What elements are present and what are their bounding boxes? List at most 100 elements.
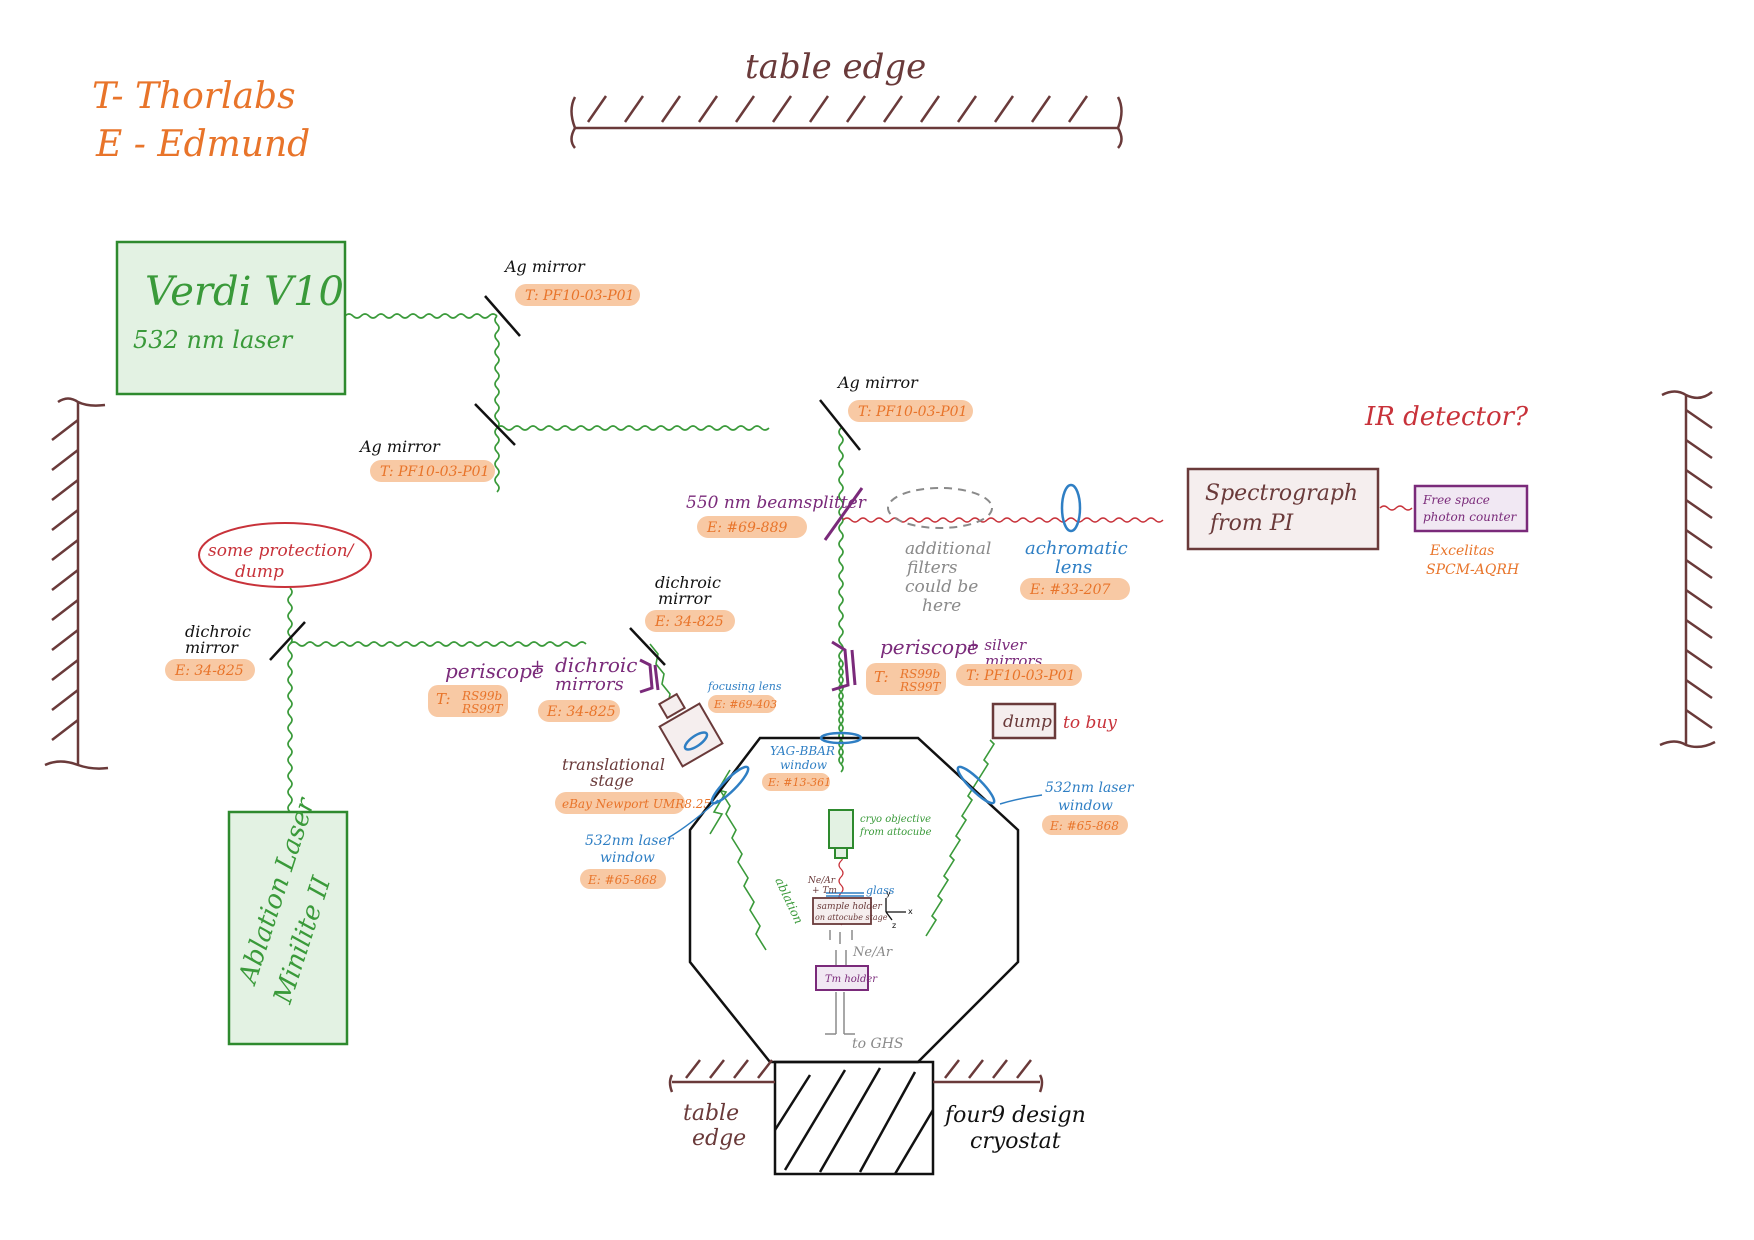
cryostat-name-1: four9 design <box>943 1103 1086 1128</box>
sample-holder-line2: on attocube stage <box>815 913 888 922</box>
ag-mirror-2 <box>474 403 516 446</box>
photon-counter-line2: photon counter <box>1423 510 1518 524</box>
periscope-left-title2: + <box>530 656 545 677</box>
ne-ar-tm-line1: Ne/Ar <box>807 876 836 886</box>
filters-line2: filters <box>905 558 958 578</box>
ir-detector-label: IR detector? <box>1364 402 1529 432</box>
periscope-right-tag1 <box>866 663 946 695</box>
periscope-left-title1: periscope <box>445 659 544 683</box>
spectrograph-line2: from PI <box>1208 511 1295 536</box>
photon-counter-line1: Free space <box>1422 493 1490 507</box>
periscope-left-part1a: T: <box>436 690 451 708</box>
laser-window-left-tag <box>580 869 666 889</box>
axis-x-label: x <box>908 907 913 916</box>
laser-window-right-leader <box>999 794 1043 805</box>
protection-ellipse <box>198 522 372 588</box>
laser-window-left-icon <box>710 765 750 805</box>
legend-thorlabs: T- Thorlabs <box>92 76 296 117</box>
focusing-lens-part: E: #69-403 <box>713 698 777 711</box>
laser-window-left-part: E: #65-868 <box>587 873 657 887</box>
ablation-laser-box <box>227 810 349 1046</box>
achromatic-lens-icon <box>1060 483 1082 533</box>
ag-mirror-3-part: T: PF10-03-P01 <box>858 404 967 420</box>
laser-beams <box>287 313 1413 951</box>
laser-window-right-tag <box>1042 815 1128 835</box>
periscope-left-part1b: RS99b <box>461 689 502 703</box>
verdi-name: Verdi V10 <box>145 269 344 315</box>
dichroic-mirror-2-tag <box>645 610 735 632</box>
laser-window-left-line1: 532nm laser <box>585 833 675 849</box>
filters-placeholder <box>887 487 993 529</box>
periscope-left-tag2 <box>538 700 620 722</box>
table-edge-top <box>570 95 1123 149</box>
laser-window-left-leader <box>667 799 719 839</box>
axis-y-label: y <box>886 889 891 898</box>
xyz-axis-icon <box>885 898 906 921</box>
stage-tag <box>555 792 685 814</box>
yag-window-part: E: #13-361 <box>767 776 831 789</box>
lens-line2: lens <box>1055 557 1092 578</box>
ag-mirror-1 <box>484 295 521 337</box>
periscope-right-title2: + silver <box>967 636 1027 654</box>
photon-counter-vendor: Excelitas <box>1429 543 1494 559</box>
ag-mirror-2-tag <box>370 460 495 482</box>
periscope-left-part1c: RS99T <box>461 702 504 716</box>
periscope-right-part1a: T: <box>874 668 889 686</box>
beamsplitter-tag <box>697 516 807 538</box>
lens-line1: achromatic <box>1025 538 1128 559</box>
yag-window-icon <box>819 731 863 745</box>
stage-part: eBay Newport UMR8.25 <box>562 797 711 811</box>
table-edge-bottom-label-1: table <box>683 1101 739 1126</box>
ag-mirror-3-tag <box>848 400 973 422</box>
lens-part: E: #33-207 <box>1029 582 1110 598</box>
laser-window-right-part: E: #65-868 <box>1049 819 1119 833</box>
laser-window-right-line1: 532nm laser <box>1045 780 1135 796</box>
beamsplitter-glyph <box>823 487 864 541</box>
spectrograph-line1: Spectrograph <box>1205 481 1358 506</box>
sample-holder-box <box>812 897 872 925</box>
sample-holder-line1: sample holder <box>817 902 883 912</box>
table-edge-left <box>44 397 109 770</box>
ag-mirror-2-part: T: PF10-03-P01 <box>380 464 489 480</box>
periscope-right-part2: T: PF10-03-P01 <box>966 668 1075 684</box>
focusing-lens-icon <box>683 731 709 751</box>
filters-line4: here <box>922 596 961 616</box>
tm-holder-label: Tm holder <box>825 974 878 985</box>
table-edge-right <box>1659 390 1716 749</box>
objective-line1: cryo objective <box>860 814 931 825</box>
ag-mirror-3 <box>819 399 861 451</box>
periscope-left-part2: E: 34-825 <box>546 704 616 720</box>
verdi-laser-box <box>115 240 347 396</box>
translational-stage-icon <box>657 692 724 768</box>
table-edge-bottom <box>668 1059 1044 1093</box>
ag-mirror-3-label: Ag mirror <box>836 373 919 392</box>
table-edge-bottom-label-2: edge <box>692 1126 746 1151</box>
gas-lines <box>825 930 855 1035</box>
dump-note: to buy <box>1063 713 1117 733</box>
beamsplitter-part: E: #69-889 <box>706 520 787 536</box>
ne-ar-label: Ne/Ar <box>852 945 893 960</box>
focusing-lens-tag <box>708 695 776 713</box>
dichroic-mirror-1-tag <box>165 659 255 681</box>
periscope-right-part1b: RS99b <box>899 667 940 681</box>
dichroic-mirror-2-label-2: mirror <box>658 589 712 608</box>
dump-box <box>991 702 1057 740</box>
to-ghs-label: to GHS <box>852 1036 904 1052</box>
dichroic-mirror-1 <box>269 621 306 661</box>
glass-icon <box>826 892 864 897</box>
yag-window-line2: window <box>780 758 828 772</box>
photon-counter-box <box>1413 484 1529 533</box>
laser-window-right-line2: window <box>1058 798 1113 814</box>
ag-mirror-1-tag <box>515 284 640 306</box>
spectrograph-box <box>1186 467 1380 551</box>
protection-line1: some protection/ <box>208 541 356 561</box>
dichroic-mirror-1-label-2: mirror <box>185 638 239 657</box>
periscope-left-tag1 <box>428 685 508 717</box>
stage-line2: stage <box>590 771 634 790</box>
laser-window-right-icon <box>956 765 996 805</box>
beamsplitter-label: 550 nm beamsplitter <box>686 493 867 513</box>
table-edge-top-label: table edge <box>745 47 926 87</box>
lens-tag <box>1020 578 1130 600</box>
cryo-objective-icon <box>828 809 854 859</box>
